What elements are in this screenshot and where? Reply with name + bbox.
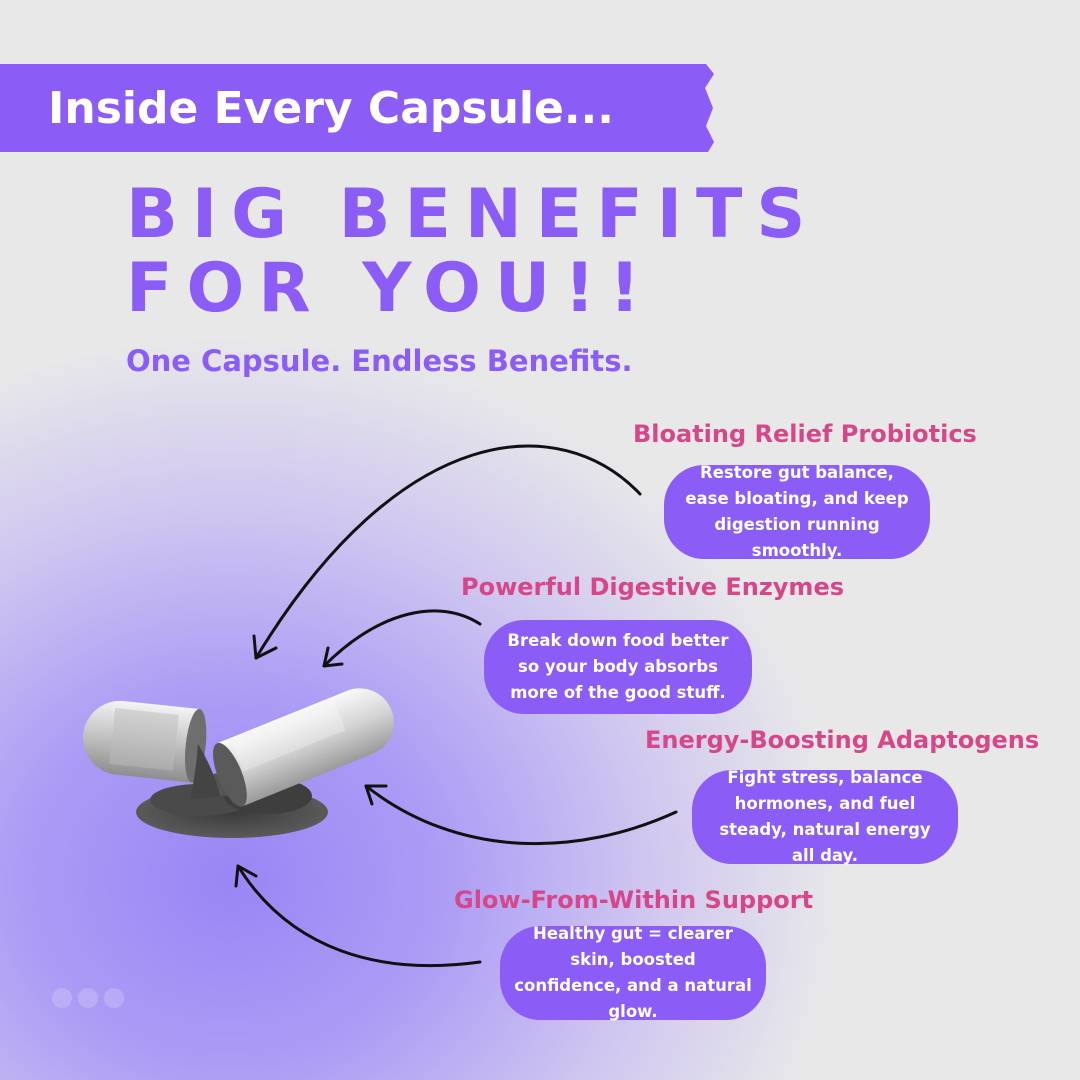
benefit-title-enzymes: Powerful Digestive Enzymes: [461, 573, 845, 601]
headline: BIG BENEFITS FOR YOU!!: [126, 178, 819, 326]
benefit-description-enzymes: Break down food better so your body abso…: [507, 631, 729, 702]
banner: Inside Every Capsule...: [0, 64, 714, 152]
benefit-title-probiotics: Bloating Relief Probiotics: [633, 420, 977, 448]
dot-icon: [52, 988, 72, 1008]
open-capsule-powder-icon: [83, 688, 394, 838]
dot-icon: [104, 988, 124, 1008]
benefit-pill-probiotics: Restore gut balance, ease bloating, and …: [664, 463, 930, 560]
dot-icon: [78, 988, 98, 1008]
subheadline: One Capsule. Endless Benefits.: [126, 344, 633, 378]
benefit-pill-adaptogens: Fight stress, balance hormones, and fuel…: [692, 768, 958, 865]
headline-line-2: FOR YOU!!: [126, 249, 655, 328]
headline-line-1: BIG BENEFITS: [126, 175, 820, 254]
benefit-description-probiotics: Restore gut balance, ease bloating, and …: [685, 463, 909, 560]
arrow-icon-adaptogens: [364, 784, 678, 846]
benefit-description-adaptogens: Fight stress, balance hormones, and fuel…: [719, 768, 931, 865]
banner-text: Inside Every Capsule...: [48, 83, 614, 134]
arrow-icon-glow: [234, 864, 482, 968]
arrow-icon-bloating: [252, 444, 642, 660]
benefit-title-glow: Glow-From-Within Support: [454, 886, 814, 914]
benefit-description-glow: Healthy gut = clearer skin, boosted conf…: [514, 924, 752, 1021]
benefit-pill-glow: Healthy gut = clearer skin, boosted conf…: [500, 924, 766, 1021]
benefit-pill-enzymes: Break down food better so your body abso…: [484, 620, 752, 714]
benefit-title-adaptogens: Energy-Boosting Adaptogens: [645, 726, 1040, 754]
arrow-icon-enzymes: [322, 609, 482, 668]
decorative-dots: [52, 988, 130, 1012]
